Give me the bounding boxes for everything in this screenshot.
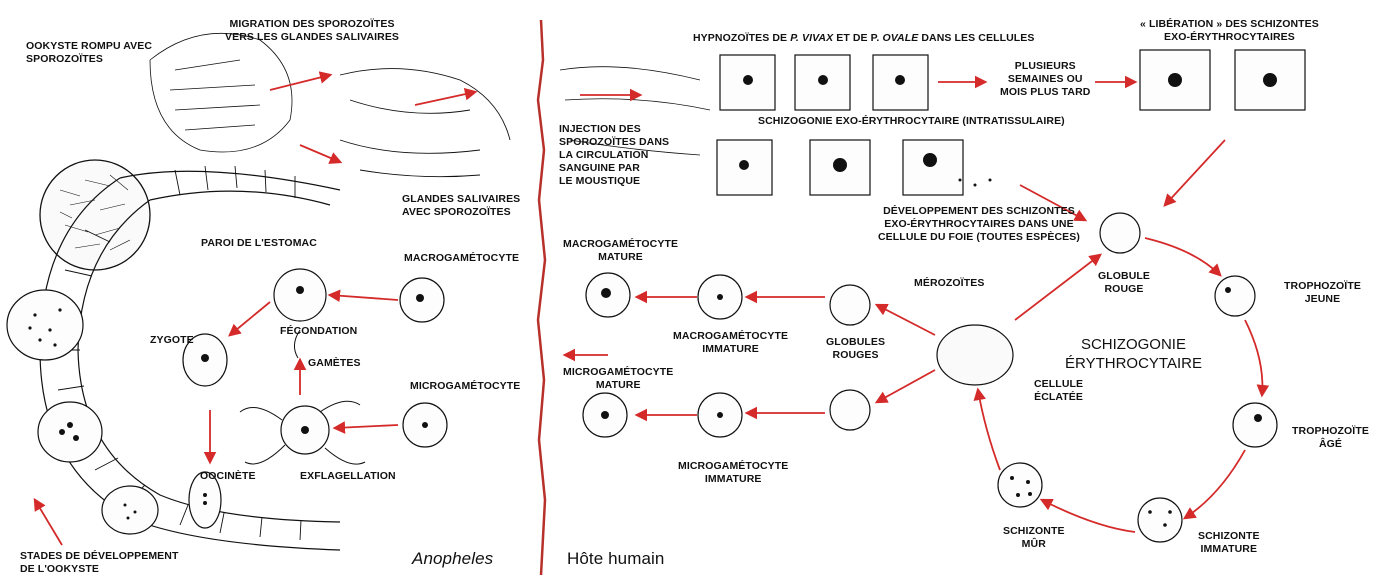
label-zygote: ZYGOTE <box>150 334 194 347</box>
label-old-trophozoite: TROPHOZOÏTE ÂGÉ <box>1292 425 1369 451</box>
label-mosquito-microgametocyte: MICROGAMÉTOCYTE <box>410 380 520 393</box>
label-burst-cell: CELLULE ÉCLATÉE <box>1034 378 1083 404</box>
label-liberation: « LIBÉRATION » DES SCHIZONTES EXO-ÉRYTHR… <box>1140 18 1319 44</box>
label-anopheles: Anopheles <box>412 552 493 565</box>
label-mosquito-macrogametocyte: MACROGAMÉTOCYTE <box>404 252 519 265</box>
label-hypnozoites: HYPNOZOÏTES DE P. VIVAX ET DE P. OVALE D… <box>693 32 1035 45</box>
label-micro-immature: MICROGAMÉTOCYTE IMMATURE <box>678 460 788 486</box>
hypnozoites-species-1: P. VIVAX <box>790 32 833 44</box>
label-fertilization: FÉCONDATION <box>280 325 357 338</box>
label-young-trophozoite: TROPHOZOÏTE JEUNE <box>1284 280 1361 306</box>
label-micro-mature: MICROGAMÉTOCYTE MATURE <box>563 366 673 392</box>
hypnozoites-prefix: HYPNOZOÏTES DE <box>693 32 790 44</box>
label-oocyst-stages: STADES DE DÉVELOPPEMENT DE L'OOKYSTE <box>20 550 178 576</box>
mosquito-gametocytes <box>400 278 447 447</box>
label-macro-immature: MACROGAMÉTOCYTE IMMATURE <box>673 330 788 356</box>
label-immature-schizont: SCHIZONTE IMMATURE <box>1198 530 1260 556</box>
label-erythrocytic-schizogony: SCHIZOGONIE ÉRYTHROCYTAIRE <box>1065 335 1202 373</box>
label-liver-development: DÉVELOPPEMENT DES SCHIZONTES EXO-ÉRYTHRO… <box>878 205 1080 244</box>
label-ookinete: OOCINÈTE <box>200 470 256 483</box>
label-ruptured-oocyst: OOKYSTE ROMPU AVEC SPOROZOÏTES <box>26 40 152 66</box>
label-weeks-later: PLUSIEURS SEMAINES OU MOIS PLUS TARD <box>1000 60 1090 99</box>
label-stomach-wall: PAROI DE L'ESTOMAC <box>201 237 317 250</box>
skin-boundary <box>538 20 545 575</box>
label-exo-schizogony: SCHIZOGONIE EXO-ÉRYTHROCYTAIRE (INTRATIS… <box>758 115 1065 128</box>
label-human-host: Hôte humain <box>567 552 665 565</box>
liver-cells-schizogony <box>717 140 992 195</box>
hypnozoites-species-2: OVALE <box>882 32 918 44</box>
label-macro-mature: MACROGAMÉTOCYTE MATURE <box>563 238 678 264</box>
label-salivary-glands: GLANDES SALIVAIRES AVEC SPOROZOÏTES <box>402 193 520 219</box>
label-injection: INJECTION DES SPOROZOÏTES DANS LA CIRCUL… <box>559 123 669 188</box>
label-merozoites: MÉROZOÏTES <box>914 277 984 290</box>
salivary-glands <box>340 69 510 177</box>
hypnozoites-mid: ET DE P. <box>833 32 882 44</box>
label-gametes: GAMÈTES <box>308 357 361 370</box>
sporozoite-burst <box>150 33 292 152</box>
label-exflagellation: EXFLAGELLATION <box>300 470 396 483</box>
label-mature-schizont: SCHIZONTE MÛR <box>1003 525 1065 551</box>
label-red-blood-cell: GLOBULE ROUGE <box>1098 270 1150 296</box>
label-red-blood-cells: GLOBULES ROUGES <box>826 336 885 362</box>
label-sporozoite-migration: MIGRATION DES SPOROZOÏTES VERS LES GLAND… <box>225 18 399 44</box>
hypnozoites-suffix: DANS LES CELLULES <box>918 32 1034 44</box>
oocyst-stages <box>7 290 221 534</box>
